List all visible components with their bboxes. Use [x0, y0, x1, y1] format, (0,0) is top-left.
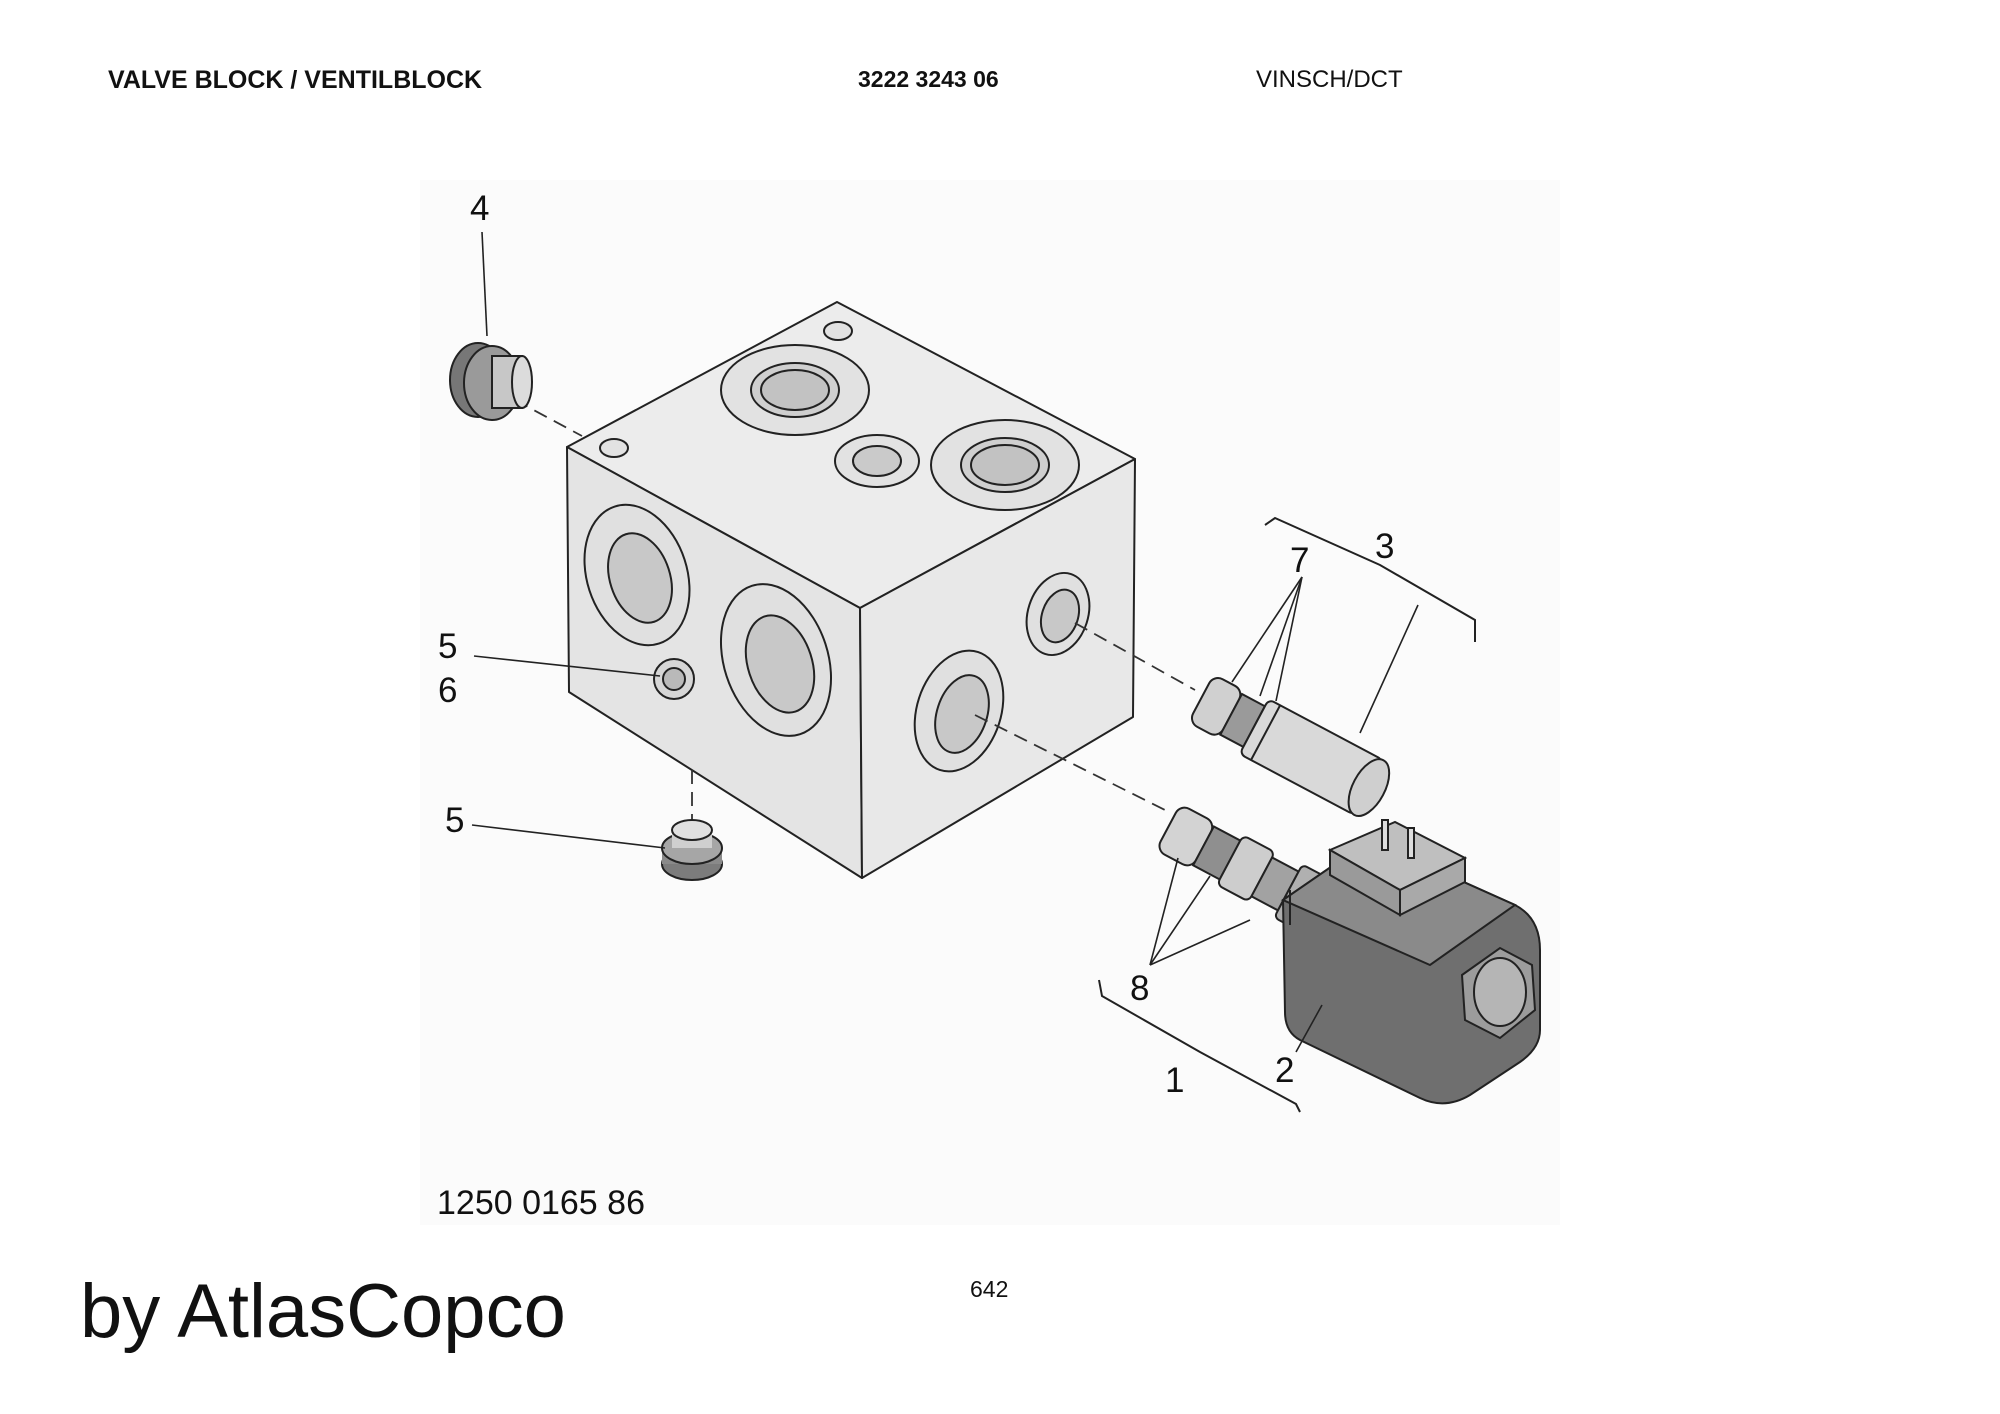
- coil-part-2: [1280, 819, 1541, 1105]
- locating-hole-2: [599, 438, 629, 458]
- plug-part-5-lower: [661, 819, 723, 881]
- model-name: VINSCH/DCT: [1256, 66, 1403, 93]
- callout-6: 6: [438, 671, 457, 710]
- callout-4: 4: [470, 189, 489, 228]
- hex-plug-part-4: [449, 342, 533, 421]
- drawing-number: 1250 0165 86: [437, 1184, 645, 1222]
- callout-1: 1: [1165, 1061, 1184, 1100]
- callout-5-lower: 5: [445, 801, 464, 840]
- locating-hole-1: [823, 321, 853, 341]
- brackets: [1098, 516, 1476, 1113]
- callout-5-upper: 5: [438, 627, 457, 666]
- left-face-ports: [583, 503, 833, 737]
- bracket-part-1: [1098, 979, 1301, 1113]
- brand-footer: by AtlasCopco: [80, 1269, 566, 1354]
- leader-lines: [471, 231, 1419, 1053]
- callout-8: 8: [1130, 969, 1149, 1008]
- right-face-ports: [913, 571, 1091, 773]
- top-face-ports: [599, 321, 1080, 511]
- bracket-part-3: [1264, 516, 1476, 642]
- page-number: 642: [970, 1276, 1009, 1302]
- part-number: 3222 3243 06: [858, 66, 999, 92]
- callout-2: 2: [1275, 1051, 1294, 1090]
- callout-3: 3: [1375, 527, 1394, 566]
- page-title: VALVE BLOCK / VENTILBLOCK: [108, 66, 483, 94]
- cartridge-valve-part-3: [1190, 677, 1391, 817]
- callout-7: 7: [1290, 541, 1309, 580]
